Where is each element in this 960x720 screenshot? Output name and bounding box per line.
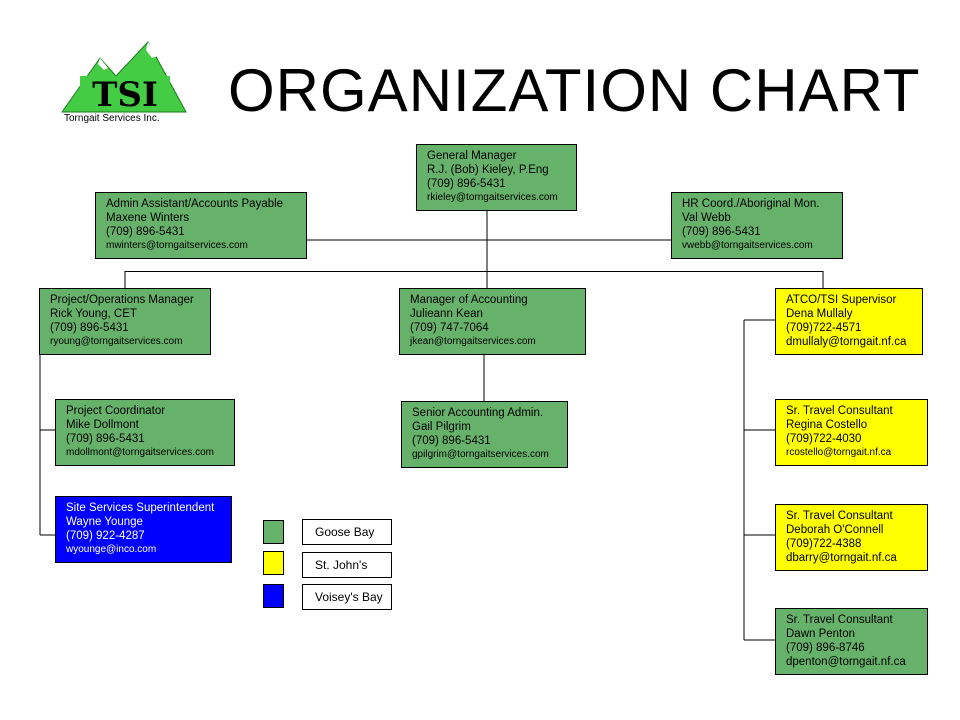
node-project-manager: Project/Operations Manager Rick Young, C… <box>39 288 211 355</box>
node-email: rcostello@torngait.nf.ca <box>786 447 892 458</box>
node-name: Maxene Winters <box>106 212 190 224</box>
node-phone: (709)722-4388 <box>786 538 862 550</box>
node-phone: (709) 896-5431 <box>427 178 506 190</box>
node-role: Sr. Travel Consultant <box>786 510 893 522</box>
node-accounting-manager: Manager of Accounting Julieann Kean (709… <box>399 288 586 355</box>
node-travel-oconnell: Sr. Travel Consultant Deborah O'Connell … <box>775 504 928 571</box>
node-email: dmullaly@torngait.nf.ca <box>786 336 907 348</box>
legend-label-st-johns: St. John's <box>302 552 392 578</box>
node-phone: (709)722-4030 <box>786 433 862 445</box>
node-email: ryoung@torngaitservices.com <box>50 336 183 347</box>
node-role: Sr. Travel Consultant <box>786 614 893 626</box>
node-senior-accounting: Senior Accounting Admin. Gail Pilgrim (7… <box>401 401 568 468</box>
node-site-services: Site Services Superintendent Wayne Young… <box>55 496 232 563</box>
legend-label-voiseys-bay: Voisey's Bay <box>302 584 392 610</box>
node-email: vwebb@torngaitservices.com <box>682 240 813 251</box>
page-title: ORGANIZATION CHART <box>228 57 921 124</box>
node-email: dbarry@torngait.nf.ca <box>786 552 897 564</box>
node-email: mdollmont@torngaitservices.com <box>66 447 214 458</box>
node-general-manager: General Manager R.J. (Bob) Kieley, P.Eng… <box>416 144 577 211</box>
legend-swatch-goose-bay <box>263 520 284 544</box>
legend-label-goose-bay: Goose Bay <box>302 519 392 545</box>
node-phone: (709) 896-5431 <box>412 435 491 447</box>
node-name: Rick Young, CET <box>50 308 137 320</box>
node-phone: (709) 922-4287 <box>66 530 145 542</box>
node-name: Gail Pilgrim <box>412 421 471 433</box>
node-role: HR Coord./Aboriginal Mon. <box>682 198 820 210</box>
node-role: Manager of Accounting <box>410 294 528 306</box>
node-role: Project Coordinator <box>66 405 166 417</box>
node-name: Mike Dollmont <box>66 419 139 431</box>
node-name: Wayne Younge <box>66 516 143 528</box>
node-project-coordinator: Project Coordinator Mike Dollmont (709) … <box>55 399 235 466</box>
node-email: rkieley@torngaitservices.com <box>427 192 558 203</box>
node-email: gpilgrim@torngaitservices.com <box>412 449 549 460</box>
node-name: Julieann Kean <box>410 308 483 320</box>
node-email: wyounge@inco.com <box>66 544 157 555</box>
node-role: Sr. Travel Consultant <box>786 405 893 417</box>
node-role: General Manager <box>427 150 517 162</box>
legend-swatch-st-johns <box>263 551 284 575</box>
company-logo: TSI <box>61 41 187 115</box>
node-name: Dawn Penton <box>786 628 856 640</box>
node-role: ATCO/TSI Supervisor <box>786 294 897 306</box>
node-name: Deborah O'Connell <box>786 524 884 536</box>
node-name: Val Webb <box>682 212 731 224</box>
node-phone: (709) 747-7064 <box>410 322 489 334</box>
node-atco-supervisor: ATCO/TSI Supervisor Dena Mullaly (709)72… <box>775 288 923 355</box>
node-name: Regina Costello <box>786 419 868 431</box>
node-role: Project/Operations Manager <box>50 294 194 306</box>
node-travel-costello: Sr. Travel Consultant Regina Costello (7… <box>775 399 928 466</box>
node-phone: (709) 896-5431 <box>106 226 185 238</box>
node-admin-assistant: Admin Assistant/Accounts Payable Maxene … <box>95 192 307 259</box>
node-email: dpenton@torngait.nf.ca <box>786 656 906 668</box>
node-phone: (709)722-4571 <box>786 322 862 334</box>
logo-company-name: Torngait Services Inc. <box>64 113 160 124</box>
node-hr-coord: HR Coord./Aboriginal Mon. Val Webb (709)… <box>671 192 843 259</box>
logo-mark: TSI <box>92 75 158 115</box>
node-role: Site Services Superintendent <box>66 502 215 514</box>
node-name: Dena Mullaly <box>786 308 853 320</box>
node-phone: (709) 896-5431 <box>50 322 129 334</box>
node-role: Admin Assistant/Accounts Payable <box>106 198 284 210</box>
node-name: R.J. (Bob) Kieley, P.Eng <box>427 164 549 176</box>
node-email: mwinters@torngaitservices.com <box>106 240 248 251</box>
node-phone: (709) 896-8746 <box>786 642 865 654</box>
node-role: Senior Accounting Admin. <box>412 407 544 419</box>
node-email: jkean@torngaitservices.com <box>410 336 536 347</box>
node-phone: (709) 896-5431 <box>66 433 145 445</box>
node-phone: (709) 896-5431 <box>682 226 761 238</box>
node-travel-penton: Sr. Travel Consultant Dawn Penton (709) … <box>775 608 928 675</box>
legend-swatch-voiseys-bay <box>263 584 284 608</box>
